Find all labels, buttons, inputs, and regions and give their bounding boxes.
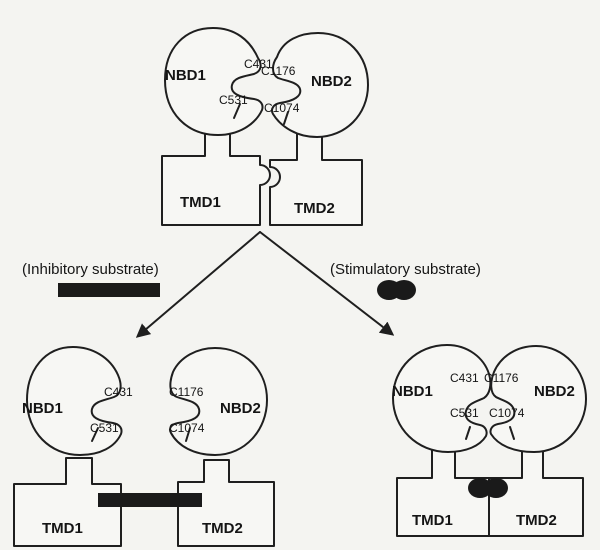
tmd1-top: [161, 131, 271, 226]
nbd2-label-stimulated: NBD2: [534, 383, 575, 400]
c1074-label-top: C1074: [264, 101, 300, 115]
tmd2-label-inhibited: TMD2: [202, 520, 243, 537]
tmd1-inhibited: [13, 457, 122, 547]
nbd2-top: [270, 32, 369, 138]
nbd1-label-inhibited: NBD1: [22, 400, 63, 417]
c1176-label-top: C1176: [261, 64, 296, 78]
c531-label-stimulated: C531: [450, 406, 479, 420]
nbd2-stimulated: [489, 345, 587, 453]
tmd2-top: [269, 131, 363, 226]
nbd1-label-stimulated: NBD1: [392, 383, 433, 400]
nbd1-stimulated: [392, 344, 492, 453]
tmd1-label-stimulated: TMD1: [412, 512, 453, 529]
stimulatory-condition-label: (Stimulatory substrate): [330, 261, 481, 278]
arrow-to-stimulatory: [259, 231, 395, 336]
tmd2-stimulated: [488, 446, 584, 537]
nbd2-label-top: NBD2: [311, 73, 352, 90]
tmd2-inhibited: [177, 459, 275, 547]
c431-label-stimulated: C431: [450, 371, 479, 385]
inhibited-state: NBD1 NBD2 C431 C531 C1176 C1074 TMD1 TMD…: [13, 346, 275, 547]
nbd2-label-inhibited: NBD2: [220, 400, 261, 417]
tmd2-label-top: TMD2: [294, 200, 335, 217]
inhibitory-condition-label: (Inhibitory substrate): [22, 261, 159, 278]
c1176-label-stimulated: C1176: [484, 371, 519, 385]
arrow-to-inhibitory: [135, 231, 261, 338]
stimulated-state: NBD1 NBD2 C431 C1176 C531 C1074 TMD1 TMD…: [392, 344, 587, 537]
c1176-label-inhibited: C1176: [169, 385, 204, 399]
c431-label-inhibited: C431: [104, 385, 133, 399]
c531-label-inhibited: C531: [90, 421, 119, 435]
bound-inhibitory-substrate: [98, 493, 202, 507]
c1074-label-inhibited: C1074: [169, 421, 205, 435]
stimulatory-substrate-blob: [377, 280, 416, 300]
tmd2-label-stimulated: TMD2: [516, 512, 557, 529]
nbd2-inhibited: [168, 347, 268, 456]
c531-label-top: C531: [219, 93, 248, 107]
nbd1-label-top: NBD1: [165, 67, 206, 84]
tmd1-label-top: TMD1: [180, 194, 221, 211]
inhibitory-substrate-bar: [58, 283, 160, 297]
c431-label-top: C431: [244, 57, 273, 71]
tmd1-label-inhibited: TMD1: [42, 520, 83, 537]
c1074-label-stimulated: C1074: [489, 406, 525, 420]
tmd1-stimulated: [396, 446, 490, 537]
top-state: NBD1 NBD2 C431 C531 C1176 C1074 TMD1 TMD…: [161, 27, 369, 226]
bound-stimulatory-substrate: [468, 478, 508, 498]
